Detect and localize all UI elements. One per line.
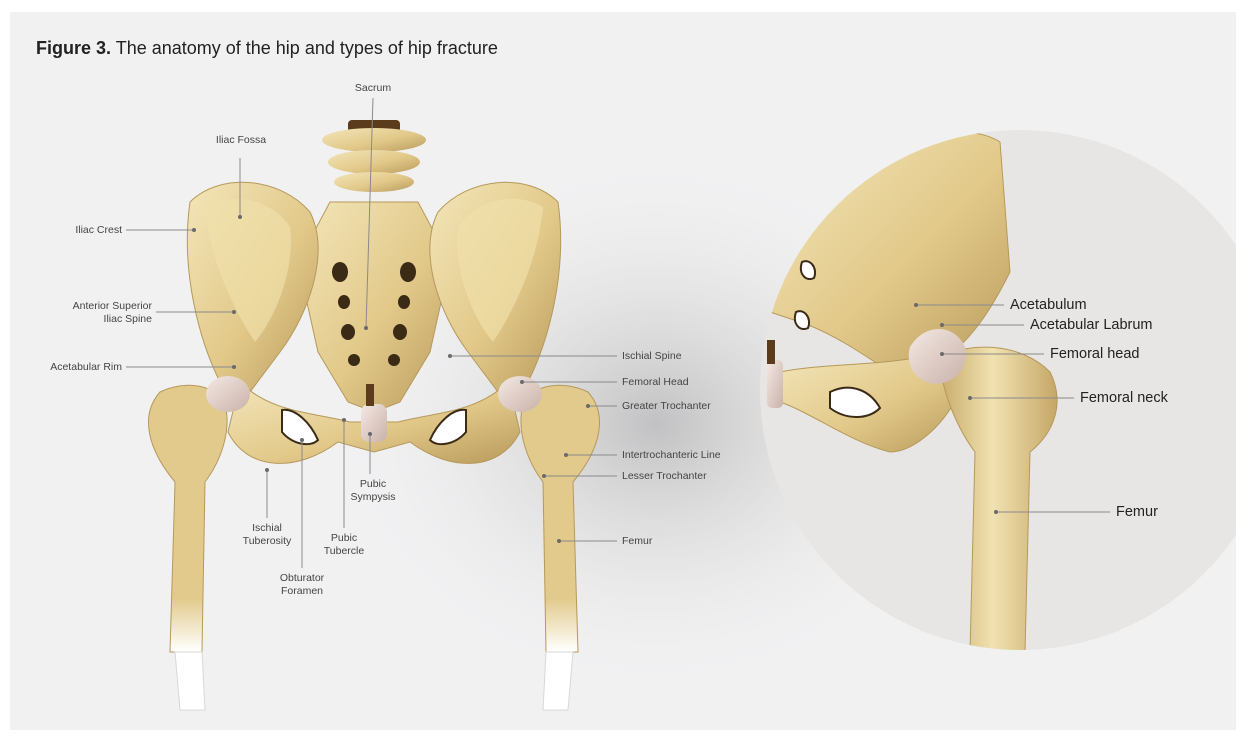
- label-femoral-neck: Femoral neck: [1080, 389, 1168, 407]
- hip-illustration: [10, 12, 1236, 730]
- label-lesser-trochanter: Lesser Trochanter: [622, 470, 707, 483]
- zoom-symphysis: [767, 360, 783, 408]
- label-femur: Femur: [622, 535, 652, 548]
- label-pubic-symphysis-line1: Pubic: [340, 478, 406, 491]
- label-ischial-spine: Ischial Spine: [622, 350, 682, 363]
- label-intertrochanteric-line: Intertrochanteric Line: [622, 449, 721, 462]
- label-obturator-line2: Foramen: [264, 585, 340, 598]
- label-pubic-tubercle-line1: Pubic: [310, 532, 378, 545]
- label-obturator-line1: Obturator: [264, 572, 340, 585]
- label-ischial-tuberosity-line2: Tuberosity: [228, 535, 306, 548]
- pubic-symphysis: [361, 404, 387, 442]
- label-zoom-femur: Femur: [1116, 503, 1158, 521]
- label-acetabulum: Acetabulum: [1010, 296, 1087, 314]
- label-pubic-symphysis-line2: Sympysis: [340, 491, 406, 504]
- label-acetabular-rim: Acetabular Rim: [20, 361, 122, 374]
- label-asis-line1: Anterior Superior: [20, 300, 152, 313]
- label-obturator-foramen: Obturator Foramen: [264, 572, 340, 598]
- label-zoom-femoral-head: Femoral head: [1050, 345, 1139, 363]
- right-femoral-head: [498, 376, 542, 412]
- figure-panel: Figure 3. The anatomy of the hip and typ…: [10, 12, 1236, 730]
- label-pubic-tubercle: Pubic Tubercle: [310, 532, 378, 558]
- label-acetabular-labrum: Acetabular Labrum: [1030, 316, 1153, 334]
- left-femur: [148, 385, 227, 652]
- label-sacrum: Sacrum: [347, 82, 399, 95]
- label-asis: Anterior Superior Iliac Spine: [20, 300, 152, 326]
- label-ischial-tuberosity-line1: Ischial: [228, 522, 306, 535]
- label-iliac-crest: Iliac Crest: [40, 224, 122, 237]
- label-ischial-tuberosity: Ischial Tuberosity: [228, 522, 306, 548]
- label-femoral-head: Femoral Head: [622, 376, 689, 389]
- label-iliac-fossa: Iliac Fossa: [206, 134, 276, 147]
- left-femoral-head: [206, 376, 250, 412]
- label-pubic-tubercle-line2: Tubercle: [310, 545, 378, 558]
- label-asis-line2: Iliac Spine: [20, 313, 152, 326]
- lumbar-vertebrae: [322, 120, 426, 192]
- label-pubic-symphysis: Pubic Sympysis: [340, 478, 406, 504]
- label-greater-trochanter: Greater Trochanter: [622, 400, 711, 413]
